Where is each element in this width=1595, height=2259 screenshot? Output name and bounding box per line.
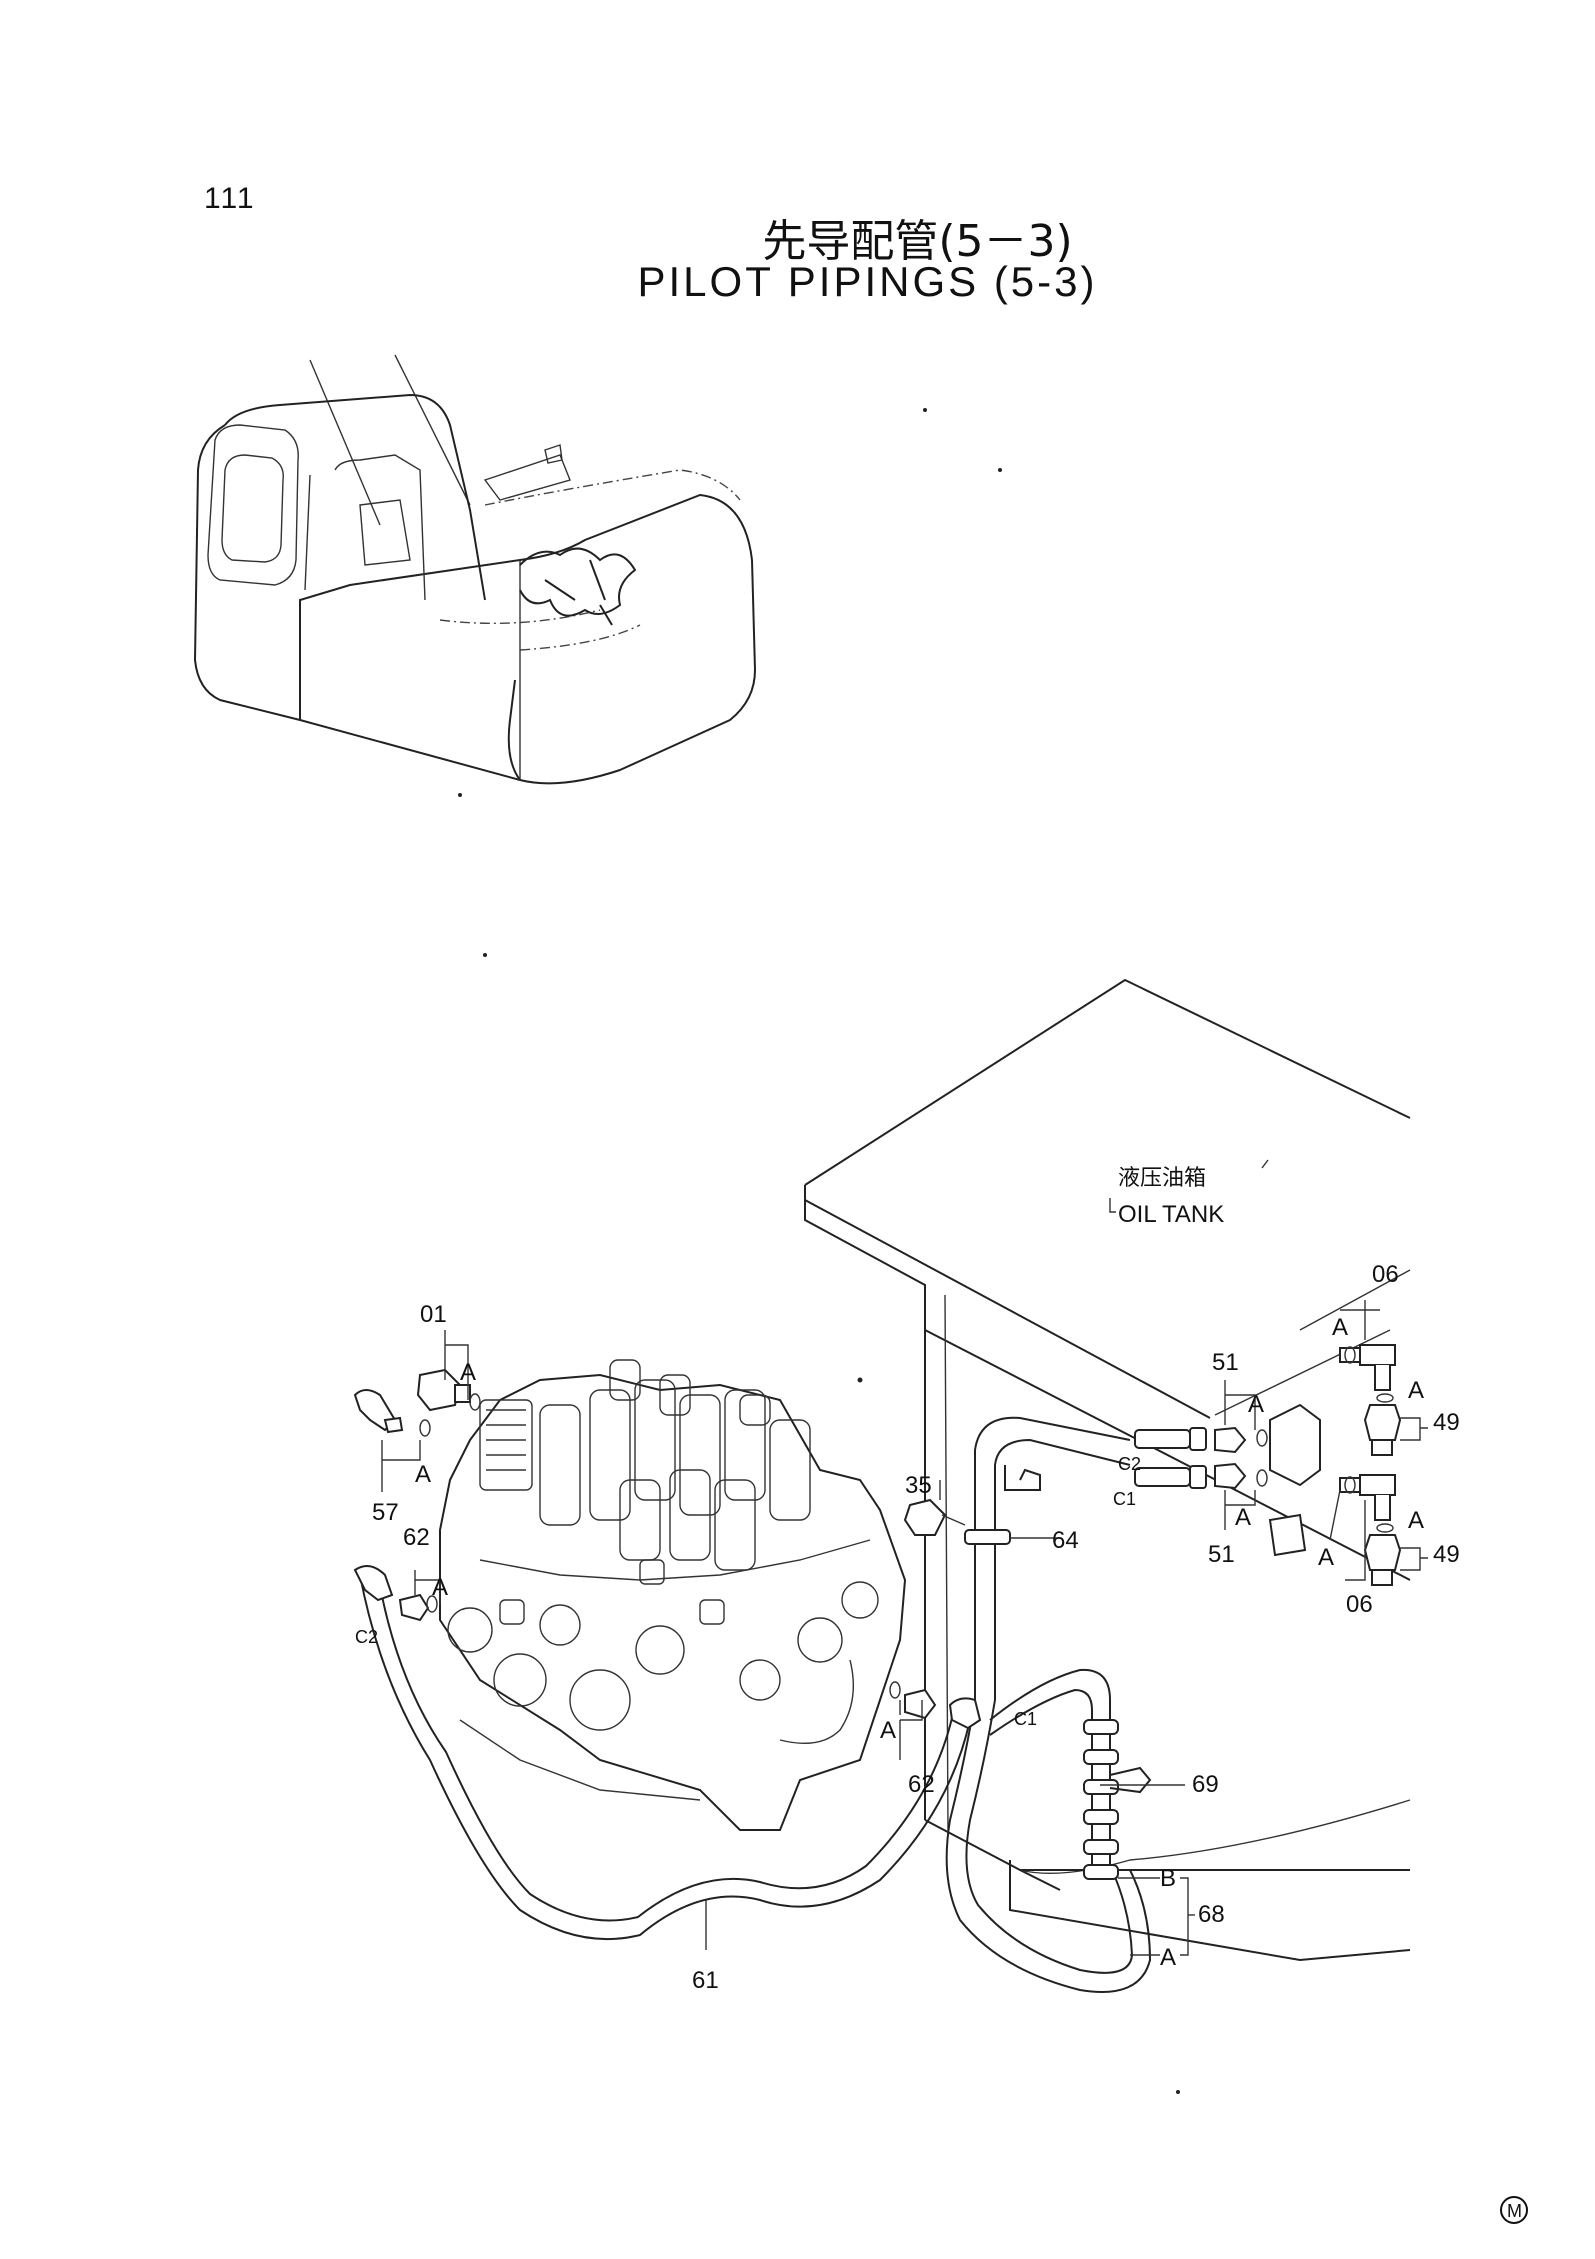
maker-mark: M <box>1500 2196 1528 2224</box>
callout-06-top: 06 <box>1372 1261 1399 1288</box>
letter-b-68: B <box>1160 1865 1176 1892</box>
callout-62-right: 62 <box>908 1771 935 1798</box>
oil-tank-label-en: OIL TANK <box>1118 1201 1224 1228</box>
maker-mark-letter: M <box>1507 2201 1522 2221</box>
control-valve-drawing <box>439 1359 907 1831</box>
callout-06-bottom: 06 <box>1346 1591 1373 1618</box>
callout-01: 01 <box>420 1301 447 1328</box>
letter-a-62-right: A <box>880 1717 896 1744</box>
callout-69: 69 <box>1192 1771 1219 1798</box>
port-c2-right: C2 <box>1118 1454 1141 1474</box>
scan-specks <box>458 408 1180 2094</box>
letter-a-06-top: A <box>1332 1314 1348 1341</box>
port-c1-right: C1 <box>1113 1489 1136 1509</box>
callout-labels: 01 A A 57 62 A C2 35 64 A 62 C1 51 A C2 … <box>355 1261 1460 1994</box>
letter-a-62-left: A <box>432 1574 448 1601</box>
letter-a-51-bottom: A <box>1235 1504 1251 1531</box>
page-title-cn: 先导配管(5－3) <box>762 216 1073 267</box>
letter-a-51-top: A <box>1248 1391 1264 1418</box>
page-number: 111 <box>204 182 256 215</box>
letter-a-01: A <box>460 1359 476 1386</box>
leader-lines <box>381 1300 1428 1956</box>
callout-51-bottom: 51 <box>1208 1541 1235 1568</box>
oil-tank-drawing: 液压油箱 OIL TANK <box>804 978 1411 1962</box>
letter-a-57: A <box>415 1461 431 1488</box>
callout-61: 61 <box>692 1967 719 1994</box>
callout-51-top: 51 <box>1212 1349 1239 1376</box>
page-title-en: PILOT PIPINGS (5-3) <box>637 258 1098 305</box>
letter-a-06-bottom: A <box>1318 1544 1334 1571</box>
oil-tank-label-cn: 液压油箱 <box>1118 1166 1206 1191</box>
callout-49-top: 49 <box>1433 1409 1460 1436</box>
port-c1-lower: C1 <box>1014 1709 1037 1729</box>
hose-drawing <box>359 1416 1152 1993</box>
excavator-overview-drawing <box>193 354 757 785</box>
callout-57: 57 <box>372 1499 399 1526</box>
callout-62-left: 62 <box>403 1524 430 1551</box>
port-c2-left: C2 <box>355 1627 378 1647</box>
callout-35: 35 <box>905 1472 932 1499</box>
callout-49-bottom: 49 <box>1433 1541 1460 1568</box>
callout-64: 64 <box>1052 1527 1079 1554</box>
callout-68: 68 <box>1198 1901 1225 1928</box>
letter-a-49-top: A <box>1408 1377 1424 1404</box>
letter-a-68: A <box>1160 1944 1176 1971</box>
letter-a-49-bottom: A <box>1408 1507 1424 1534</box>
fittings-drawing <box>353 1344 1402 1730</box>
